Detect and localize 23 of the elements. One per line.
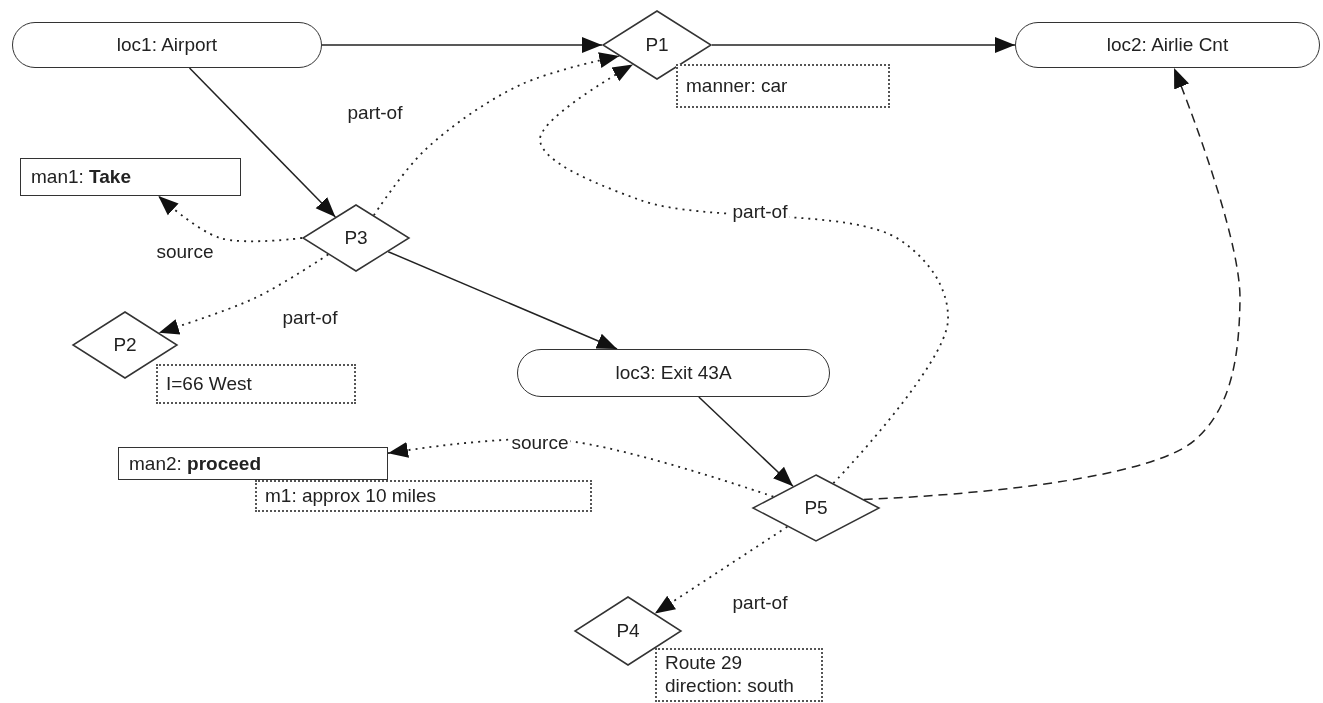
arrow — [188, 67, 337, 218]
manner-box: man2: proceed — [118, 447, 388, 480]
path-diamond: P3 — [302, 204, 410, 272]
manner-box: man1: Take — [20, 158, 241, 196]
location-node: loc2: Airlie Cnt — [1015, 22, 1320, 68]
arrow — [372, 52, 621, 217]
arrow — [539, 63, 949, 485]
arrow — [653, 525, 789, 615]
path-diamond: P5 — [752, 474, 880, 542]
arrow — [863, 67, 1241, 501]
arrow — [321, 37, 603, 53]
arrow — [157, 195, 303, 243]
arrow — [387, 250, 618, 350]
arrow — [711, 37, 1016, 53]
location-node: loc3: Exit 43A — [517, 349, 830, 397]
attribute-note: m1: approx 10 miles — [255, 480, 592, 512]
path-diamond: P1 — [602, 10, 712, 80]
arrow — [158, 253, 330, 335]
location-node: loc1: Airport — [12, 22, 322, 68]
attribute-note: Route 29 direction: south — [655, 648, 823, 702]
attribute-note: manner: car — [676, 64, 890, 108]
arrow — [698, 396, 794, 487]
attribute-note: I=66 West — [156, 364, 356, 404]
